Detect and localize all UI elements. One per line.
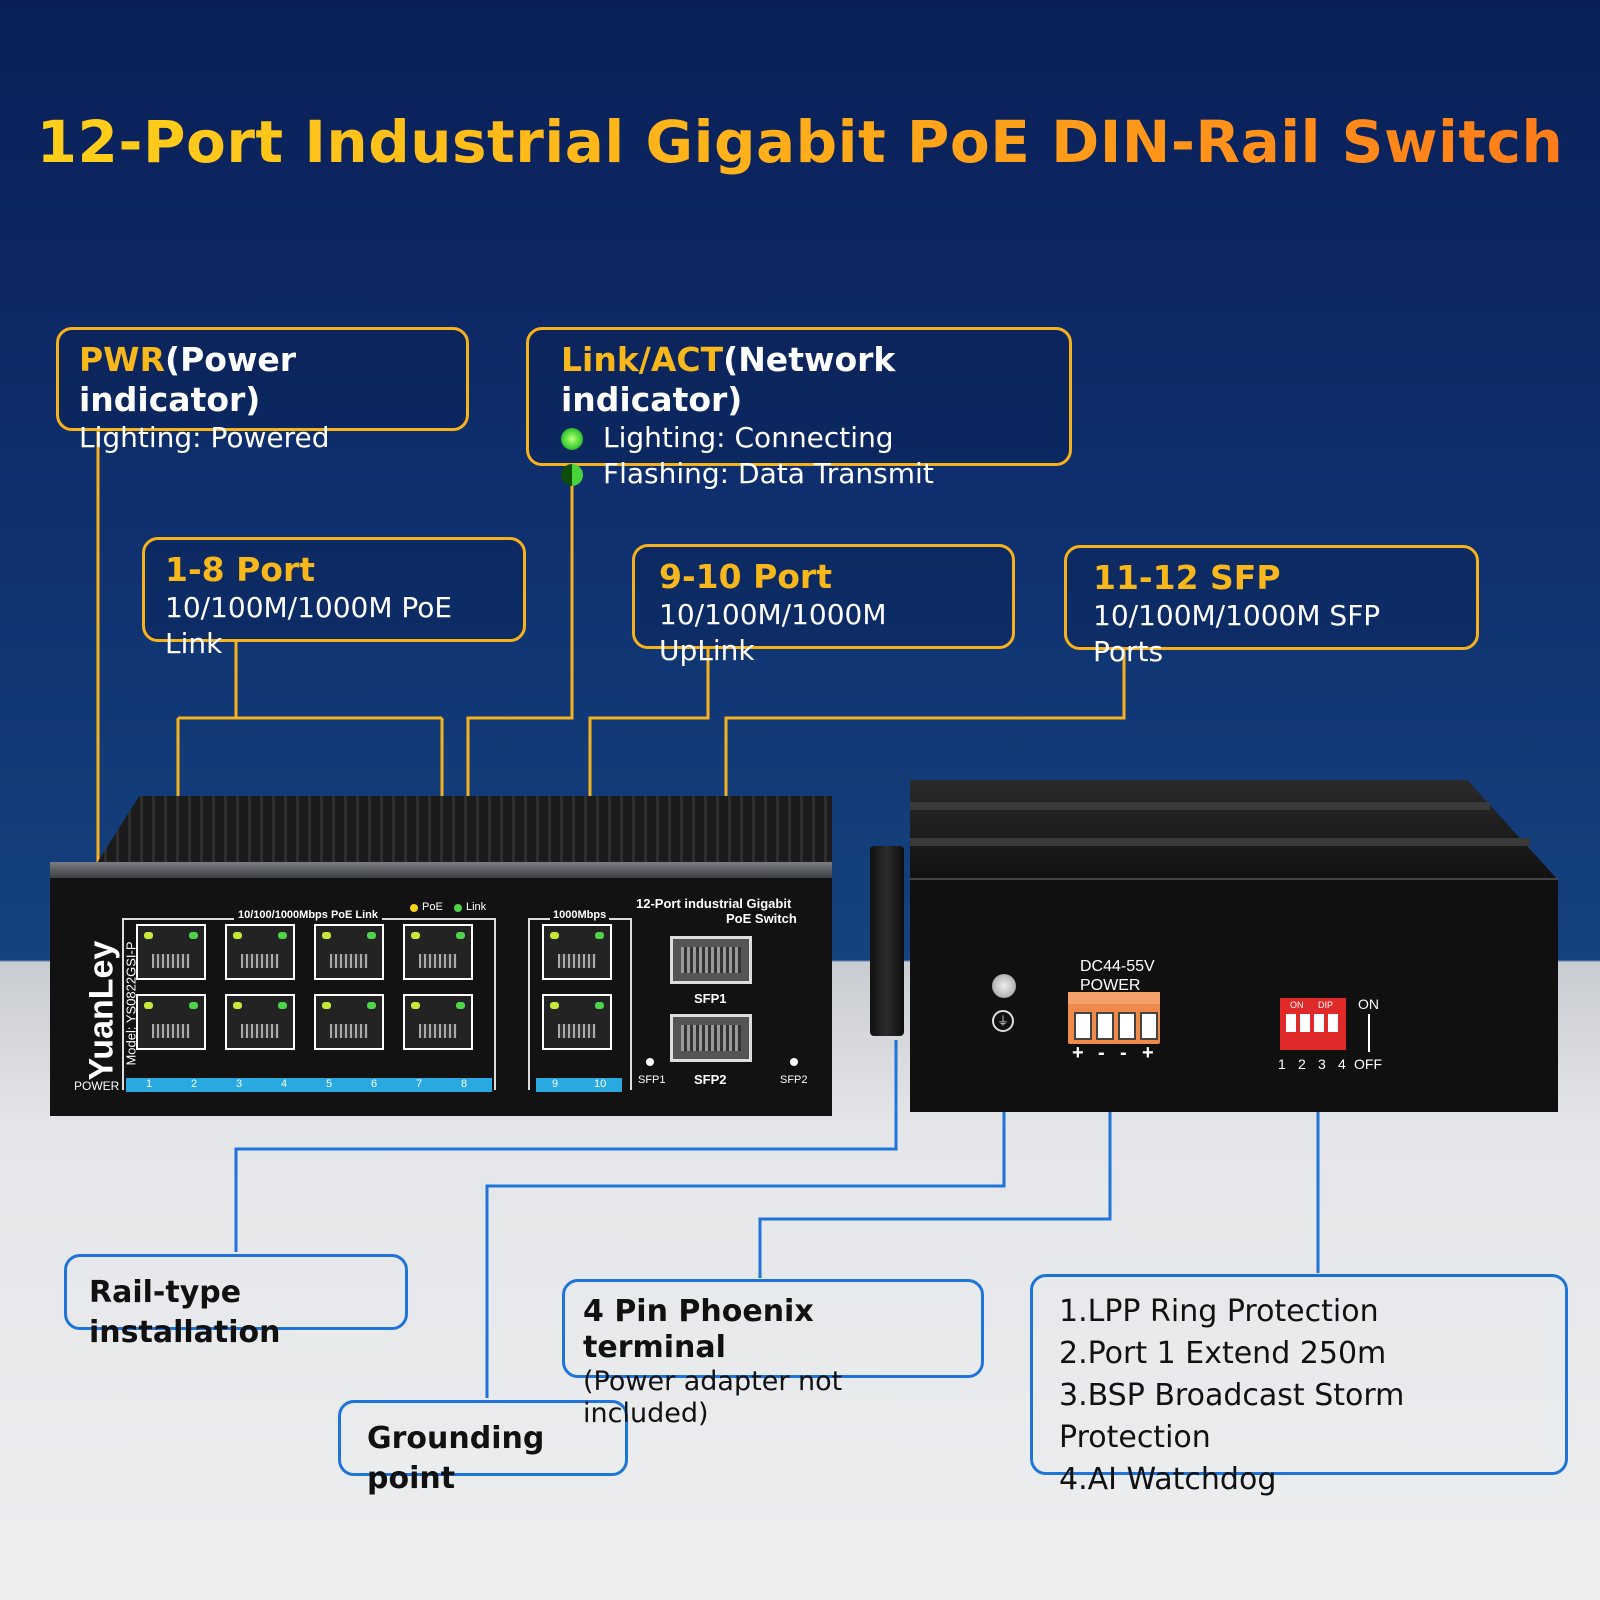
rj45-port-5[interactable] [314, 924, 384, 980]
terminal-polarity: - [1120, 1042, 1127, 1064]
callout-rail: Rail-type installation [64, 1254, 408, 1350]
phoenix-desc: (Power adapter not included) [583, 1366, 843, 1429]
phoenix-title: 4 Pin Phoenix terminal [583, 1294, 814, 1365]
link-legend: Link [466, 901, 487, 913]
ground-icon: ⏚ [992, 1010, 1014, 1032]
rail-title: Rail-type installation [89, 1275, 281, 1350]
rj45-port-10[interactable] [542, 994, 612, 1050]
poe-legend: PoE [422, 901, 443, 913]
rj45-port-9[interactable] [542, 924, 612, 980]
grounding-screw[interactable] [992, 974, 1016, 998]
brand-logo: YuanLey [82, 940, 121, 1081]
dc-label-line1: DC44-55V [1080, 958, 1155, 975]
port-number: 2 [191, 1078, 198, 1090]
dc-label-line2: POWER [1080, 977, 1141, 994]
led-solid-icon [561, 428, 583, 450]
page-title: 12-Port Industrial Gigabit PoE DIN-Rail … [0, 108, 1600, 176]
poe-port-number-strip [126, 1078, 492, 1092]
switch-side: ⏚ DC44-55V POWER + - - + ON DIP 1 2 3 4 … [866, 780, 1560, 1120]
dip-direction-arrow [1368, 1014, 1370, 1052]
phoenix-line [758, 1070, 1112, 1278]
port-number: 8 [461, 1078, 468, 1090]
uplink-group-label: 1000Mbps [550, 909, 610, 921]
sfp2-label: SFP2 [694, 1072, 727, 1087]
sfp-desc: 10/100M/1000M SFP Ports [1093, 599, 1381, 668]
dip-number: 4 [1338, 1056, 1346, 1072]
port-number: 10 [594, 1078, 607, 1090]
dip-off-label: OFF [1354, 1056, 1382, 1072]
terminal-polarity: + [1142, 1042, 1154, 1064]
rj45-port-4[interactable] [225, 994, 295, 1050]
link-title-rest: (Network indicator) [561, 340, 896, 419]
port-number: 3 [236, 1078, 243, 1090]
rj45-port-8[interactable] [403, 994, 473, 1050]
rj45-port-3[interactable] [225, 924, 295, 980]
rj45-port-7[interactable] [403, 924, 473, 980]
callout-dip-functions: 1.LPP Ring Protection 2.Port 1 Extend 25… [1030, 1274, 1568, 1497]
din-rail-clip [870, 846, 904, 1036]
callout-ports-1-8: 1-8 Port 10/100M/1000M PoE Link [142, 537, 526, 660]
front-heatsink [95, 796, 832, 866]
rj45-port-2[interactable] [136, 994, 206, 1050]
pwr-title-highlight: PWR [79, 340, 165, 379]
dip-number: 2 [1298, 1056, 1306, 1072]
link-desc-1: Lighting: Connecting [603, 421, 894, 454]
sfp-title: 11-12 SFP [1093, 558, 1281, 597]
rj45-port-6[interactable] [314, 994, 384, 1050]
sfp2-led-label: SFP2 [780, 1074, 808, 1086]
callout-sfp-11-12: 11-12 SFP 10/100M/1000M SFP Ports [1064, 545, 1479, 668]
terminal-polarity: - [1098, 1042, 1105, 1064]
dip-function-1: 1.LPP Ring Protection [1059, 1294, 1379, 1329]
terminal-polarity: + [1072, 1042, 1084, 1064]
ports18-desc: 10/100M/1000M PoE Link [165, 591, 453, 660]
port-number: 7 [416, 1078, 423, 1090]
product-name-line1: 12-Port industrial Gigabit [636, 896, 792, 911]
dip-function-2: 2.Port 1 Extend 250m [1059, 1336, 1387, 1371]
link-desc-2: Flashing: Data Transmit [603, 457, 934, 490]
sfp1-label: SFP1 [694, 991, 727, 1006]
grounding-title: Grounding point [367, 1421, 545, 1496]
dip-header-dip: DIP [1318, 1000, 1334, 1010]
port-number: 6 [371, 1078, 378, 1090]
rail-line [234, 1040, 898, 1252]
callout-grounding: Grounding point [338, 1400, 628, 1496]
poe-group-label: 10/100/1000Mbps PoE Link [234, 909, 383, 921]
ports910-desc: 10/100M/1000M UpLink [659, 598, 887, 667]
port-number: 1 [146, 1078, 153, 1090]
pwr-title-rest: (Power indicator) [79, 340, 297, 419]
rj45-port-1[interactable] [136, 924, 206, 980]
side-panel [910, 878, 1558, 1112]
port-number: 5 [326, 1078, 333, 1090]
ground-line [485, 1046, 1006, 1398]
sfp-port-1[interactable] [670, 936, 752, 984]
dip-on-label: ON [1358, 996, 1379, 1012]
switch-front: YuanLey Model: YS0822GSI-P POWER 10/100/… [50, 796, 832, 1116]
product-name-line2: PoE Switch [726, 911, 797, 926]
dip-number: 1 [1278, 1056, 1286, 1072]
side-top-heatsink [910, 780, 1558, 880]
port-number: 9 [552, 1078, 559, 1090]
sfp1-led-label: SFP1 [638, 1074, 666, 1086]
callout-phoenix: 4 Pin Phoenix terminal (Power adapter no… [562, 1279, 984, 1429]
led-flashing-icon [561, 464, 583, 486]
ports910-title: 9-10 Port [659, 557, 832, 596]
dip-number: 3 [1318, 1056, 1326, 1072]
ports18-title: 1-8 Port [165, 550, 316, 589]
dip-function-4: 4.AI Watchdog [1059, 1462, 1277, 1497]
dip-function-3: 3.BSP Broadcast Storm Protection [1059, 1378, 1405, 1455]
callout-link-act: Link/ACT(Network indicator) Lighting: Co… [526, 327, 1072, 490]
power-label: POWER [74, 1079, 120, 1093]
port-number: 4 [281, 1078, 288, 1090]
dip-header-on: ON [1290, 1000, 1304, 1010]
uplink-number-strip [536, 1078, 622, 1092]
pwr-desc: Lighting: Powered [79, 421, 330, 454]
callout-pwr: PWR(Power indicator) Lighting: Powered [56, 327, 469, 454]
sfp-port-2[interactable] [670, 1014, 752, 1062]
ports18-line [176, 642, 444, 948]
link-title-highlight: Link/ACT [561, 340, 724, 379]
callout-ports-9-10: 9-10 Port 10/100M/1000M UpLink [632, 544, 1015, 667]
